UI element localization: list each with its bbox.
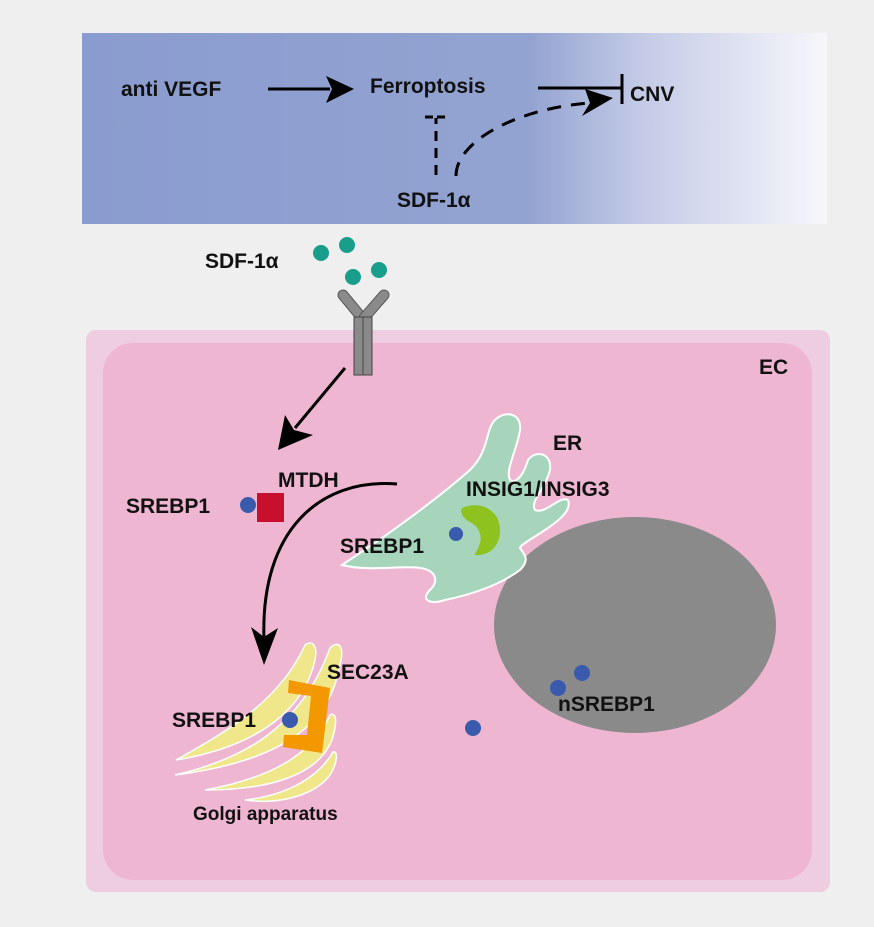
er-label: ER [553, 432, 582, 455]
srebp1-er-dot [449, 527, 463, 541]
mtdh-label: MTDH [278, 469, 339, 492]
top-panel: anti VEGF Ferroptosis CNV SDF-1α [82, 33, 827, 224]
inhibition-bar [538, 74, 624, 104]
srebp1-golgi-dot [282, 712, 298, 728]
cell-label: EC [759, 356, 788, 379]
receptor [337, 289, 390, 376]
golgi-apparatus [174, 642, 343, 802]
ferroptosis-label: Ferroptosis [370, 75, 486, 98]
golgi-label: Golgi apparatus [193, 804, 338, 825]
srebp1-cytoplasm-label: SREBP1 [126, 495, 210, 518]
srebp1-golgi-label: SREBP1 [172, 709, 256, 732]
dashed-activation [454, 89, 613, 177]
ligand-dot [313, 245, 329, 261]
cnv-label: CNV [630, 83, 674, 106]
anti-vegf-label: anti VEGF [121, 78, 222, 101]
activation-arrow [268, 76, 354, 103]
sdf-label-top: SDF-1α [397, 189, 471, 212]
srebp1-cytoplasm-dot [240, 497, 256, 513]
sdf-ligands [313, 237, 387, 285]
mtdh-protein [257, 493, 284, 522]
nsrebp1-dot [550, 680, 566, 696]
insig-protein [461, 505, 500, 556]
signal-arrow [278, 367, 347, 450]
ligand-dot [345, 269, 361, 285]
ligand-dot [339, 237, 355, 253]
insig-label: INSIG1/INSIG3 [466, 478, 610, 501]
nucleus [494, 517, 776, 733]
top-panel-background [82, 33, 827, 224]
sec23a-protein [283, 680, 330, 753]
nsrebp1-dot [574, 665, 590, 681]
sdf-ligand-label: SDF-1α [205, 250, 279, 273]
srebp1-cytoplasm-free-dot [465, 720, 481, 736]
endoplasmic-reticulum [339, 413, 570, 603]
srebp1-er-label: SREBP1 [340, 535, 424, 558]
sec23a-label: SEC23A [327, 661, 409, 684]
dashed-inhibition [425, 115, 448, 175]
ligand-dot [371, 262, 387, 278]
nsrebp1-label: nSREBP1 [558, 693, 655, 716]
transport-arrow [251, 482, 398, 665]
